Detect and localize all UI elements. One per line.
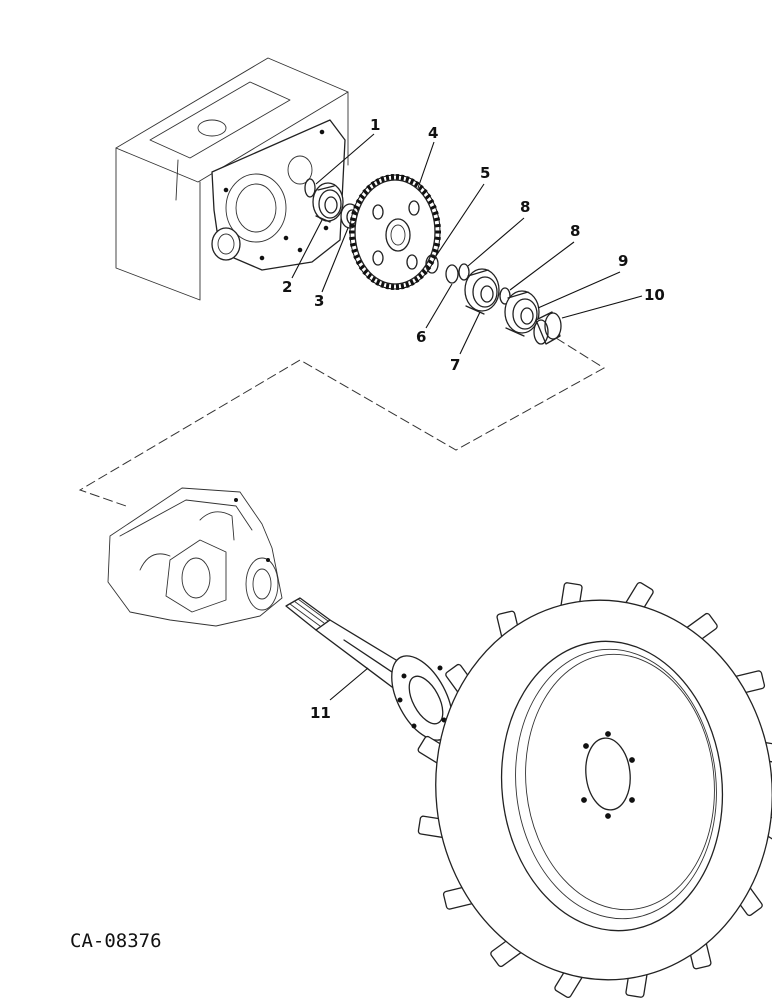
upper-gearbox-housing-icon — [115, 57, 349, 301]
bearing-icon — [464, 268, 500, 315]
alignment-line — [78, 337, 605, 507]
callout-6: 6 — [416, 328, 426, 346]
callout-11: 11 — [310, 704, 331, 722]
callout-5: 5 — [480, 164, 490, 182]
snap-ring-icon — [304, 178, 316, 198]
callout-4: 4 — [428, 124, 438, 142]
wheel-tire-icon — [417, 581, 772, 999]
callout-7: 7 — [450, 356, 460, 374]
callout-9: 9 — [618, 252, 628, 270]
callout-8b: 8 — [570, 222, 580, 240]
bearing-icon — [504, 290, 540, 337]
axle-shaft-icon — [285, 597, 453, 741]
callouts: 1 2 3 4 5 6 7 8 8 9 10 11 — [282, 116, 665, 722]
bearing-icon — [312, 182, 344, 223]
spacer-icon — [533, 311, 562, 345]
callout-1: 1 — [370, 116, 380, 134]
snap-ring-icon — [425, 254, 459, 284]
figure-id-label: CA-08376 — [70, 930, 162, 952]
snap-ring-icon — [458, 263, 511, 305]
callout-3: 3 — [314, 292, 324, 310]
callout-2: 2 — [282, 278, 292, 296]
gear-icon — [349, 174, 441, 290]
callout-8a: 8 — [520, 198, 530, 216]
lower-gearbox-housing-icon — [107, 487, 283, 627]
callout-10: 10 — [644, 286, 665, 304]
